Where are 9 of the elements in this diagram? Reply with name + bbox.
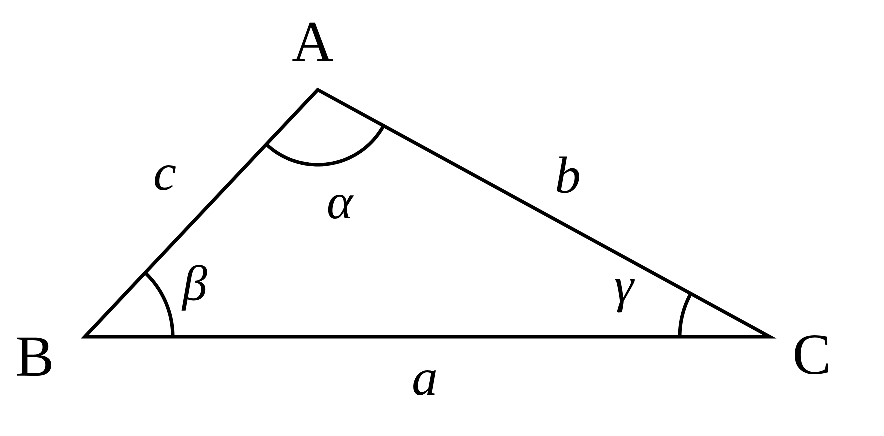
side-label: b — [556, 156, 580, 194]
side-label: a — [414, 370, 436, 396]
vertex-label: B — [17, 338, 52, 376]
vertex-label: A — [292, 22, 334, 62]
angle-label: α — [328, 194, 354, 220]
angle-label: β — [182, 265, 208, 311]
vertex-label: C — [795, 336, 828, 374]
side-label: c — [155, 166, 176, 190]
angle-label: γ — [615, 279, 635, 313]
